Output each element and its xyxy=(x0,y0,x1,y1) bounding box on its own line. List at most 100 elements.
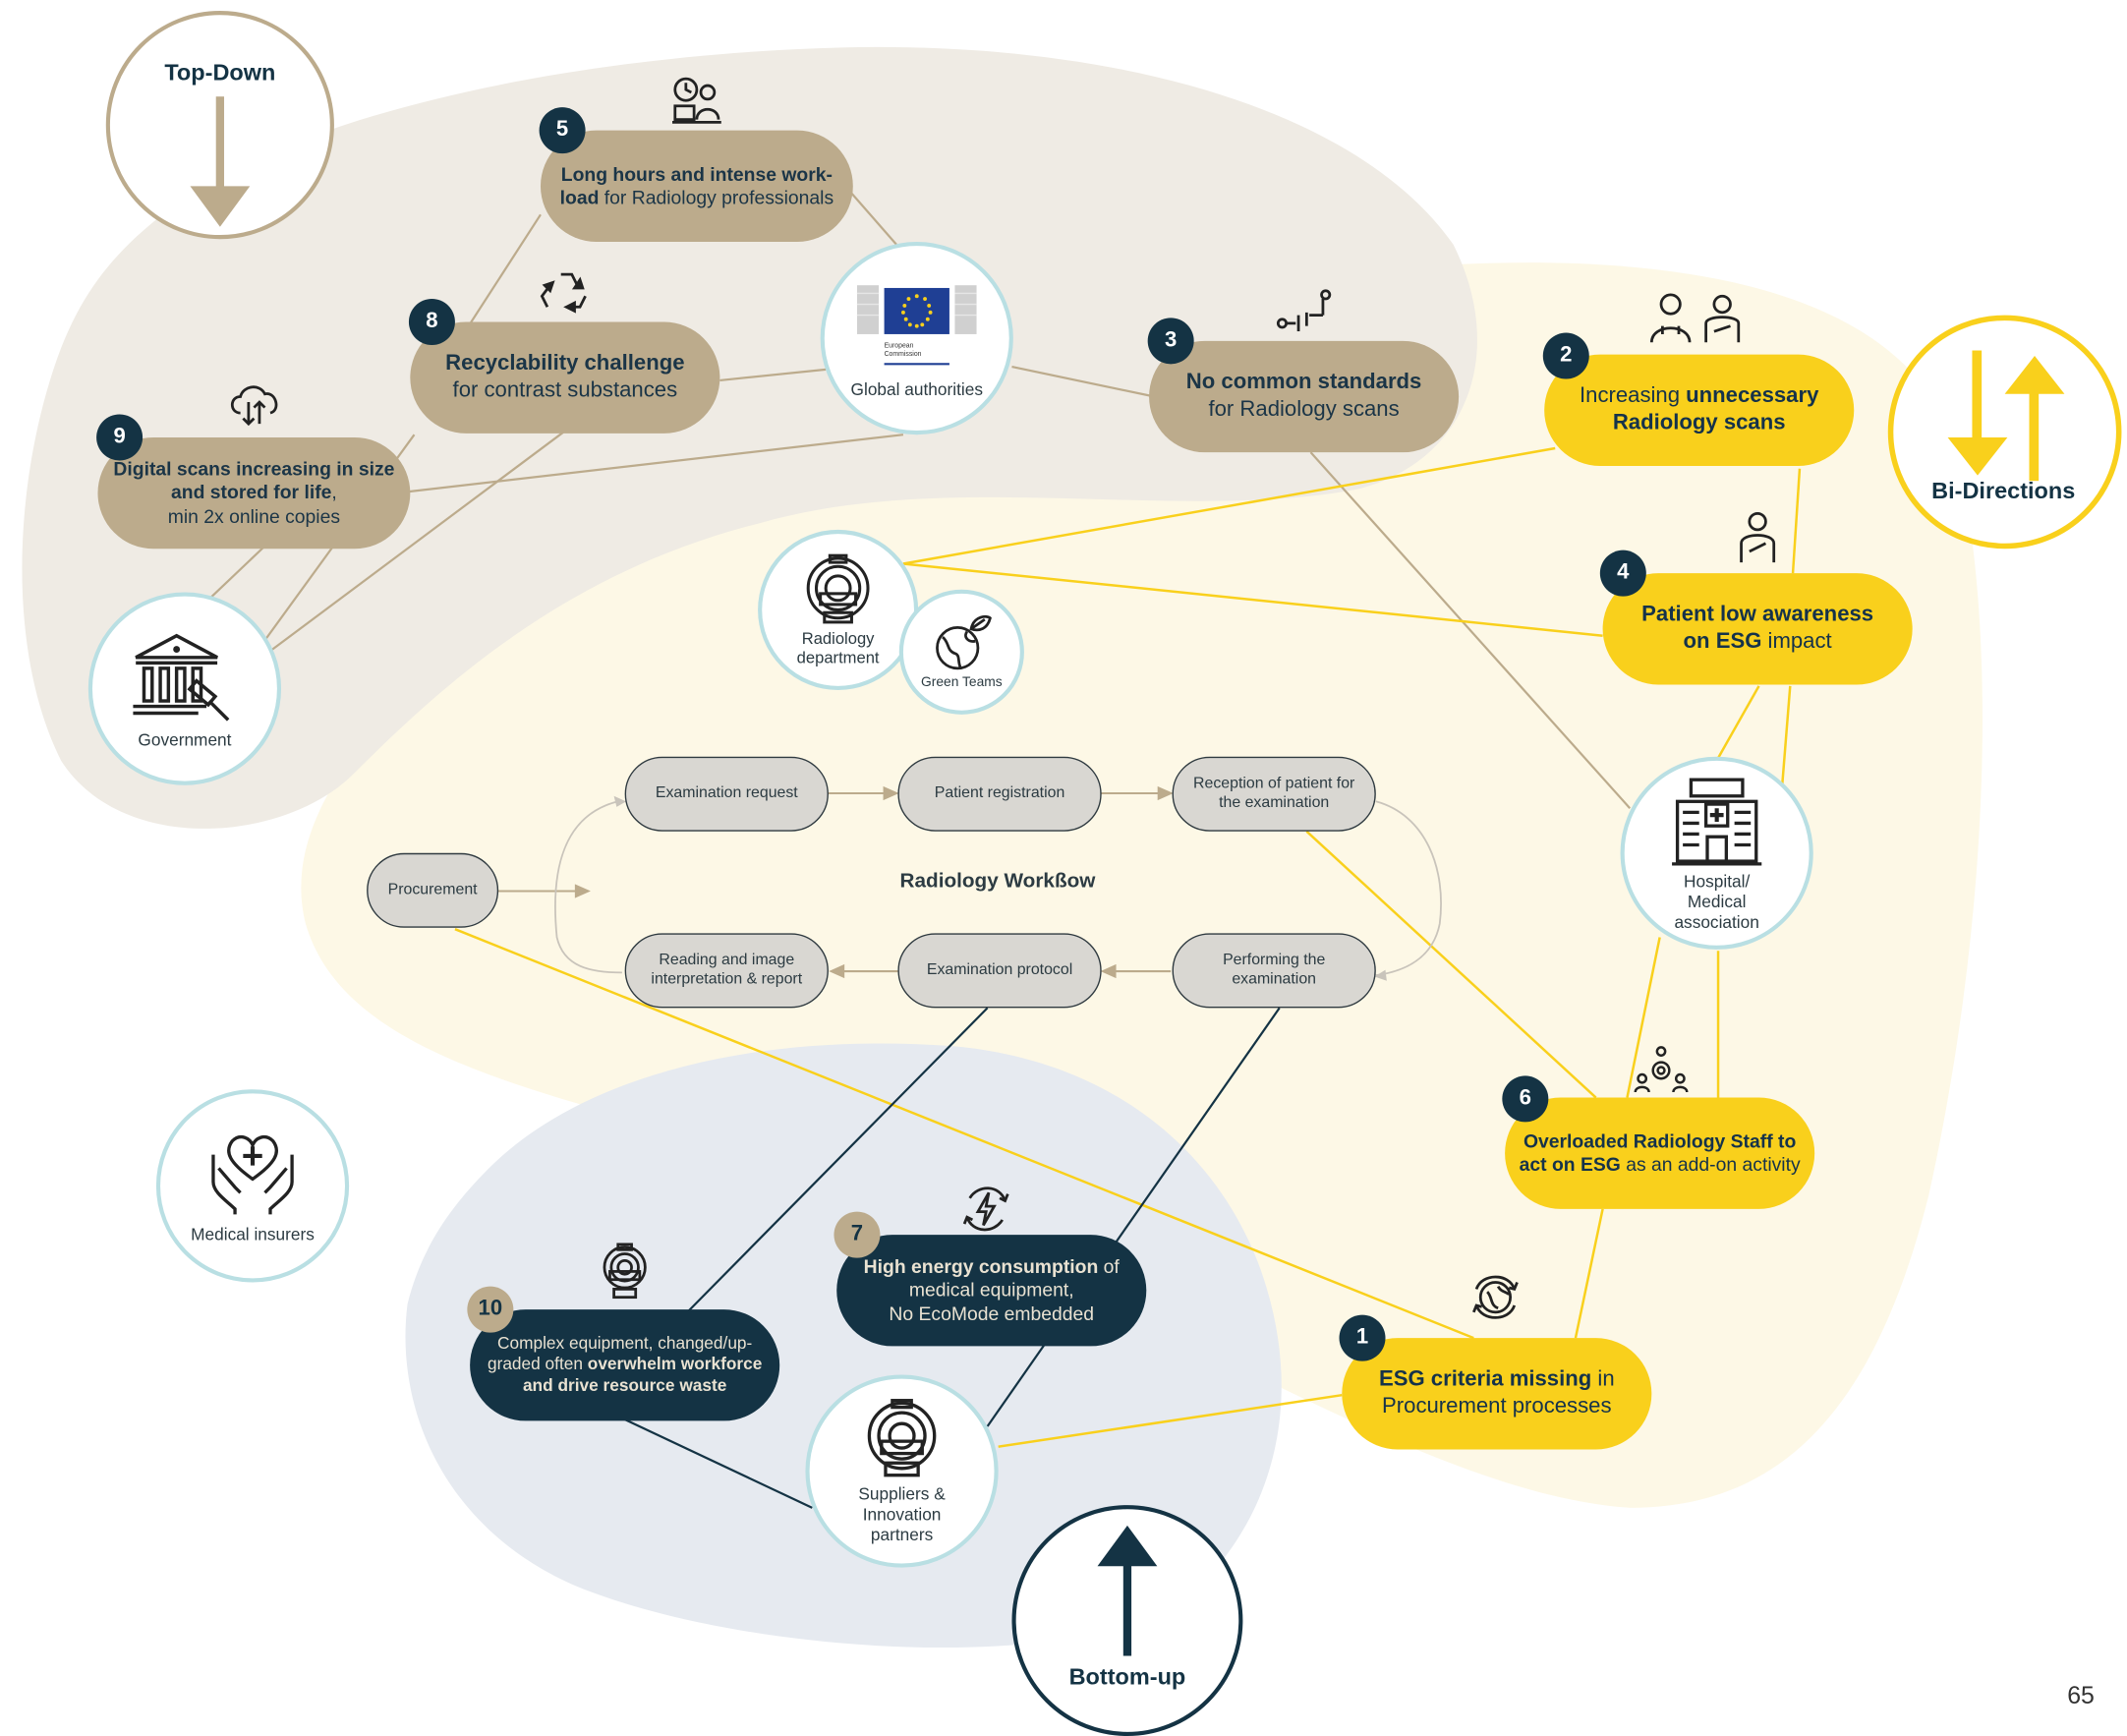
government-building-gavel-icon xyxy=(133,633,230,721)
mri-equipment-icon xyxy=(603,1243,647,1300)
challenge-9-bold2: and stored for life xyxy=(171,481,332,503)
radiology-department-label-2: department xyxy=(796,648,880,667)
challenge-10-number: 10 xyxy=(467,1286,514,1333)
workflow-performing: Performing the examination xyxy=(1172,933,1376,1009)
bottom-up-region xyxy=(405,1043,1282,1649)
challenge-7-bold: High energy consumption xyxy=(863,1254,1099,1277)
challenge-9-rest: , xyxy=(331,481,337,503)
challenge-2-pre: Increasing xyxy=(1580,384,1687,408)
challenge-3-number: 3 xyxy=(1147,318,1194,365)
challenge-4-bold2: on ESG xyxy=(1683,630,1762,654)
clock-person-laptop-icon xyxy=(672,77,721,124)
global-authorities-label: Global authorities xyxy=(850,379,983,399)
energy-cycle-icon xyxy=(962,1186,1009,1232)
challenge-6-rest: as an add-on activity xyxy=(1620,1153,1801,1176)
challenge-6-bold: Overloaded Radiology Staff to xyxy=(1523,1129,1797,1152)
european-commission-logo-icon: European Commission xyxy=(856,284,977,365)
workflow-examination-request: Examination request xyxy=(624,756,829,832)
challenge-7-line2: medical equipment, xyxy=(908,1278,1074,1301)
challenge-5: Long hours and intense work-load for Rad… xyxy=(540,130,853,242)
bi-directions-label: Bi-Directions xyxy=(1931,478,2076,504)
global-authorities-circle: European Commission Global authorities xyxy=(820,241,1013,435)
challenge-10-line1: Complex equipment, changed/up- xyxy=(497,1333,753,1353)
standards-connector-icon xyxy=(1276,289,1332,332)
government-label: Government xyxy=(138,729,232,750)
globe-leaves-icon xyxy=(936,614,992,670)
challenge-10: Complex equipment, changed/up-graded oft… xyxy=(470,1309,780,1421)
hospital-circle: Hospital/ Medical association xyxy=(1620,756,1813,950)
challenge-3-line2: for Radiology scans xyxy=(1208,397,1400,422)
challenge-9-number: 9 xyxy=(96,414,144,461)
challenge-1-rest: in xyxy=(1591,1367,1615,1392)
challenge-6-number: 6 xyxy=(1502,1075,1549,1123)
hospital-label-1: Hospital/ xyxy=(1684,871,1751,891)
doctor-patient-icon xyxy=(1649,293,1741,343)
challenge-3-bold: No common standards xyxy=(1185,371,1422,394)
medical-insurers-label: Medical insurers xyxy=(191,1224,315,1244)
challenge-5-bold2: load xyxy=(559,186,600,208)
medical-insurers-circle: Medical insurers xyxy=(155,1089,350,1283)
challenge-8-bold: Recyclability challenge xyxy=(445,351,685,376)
top-down-label: Top-Down xyxy=(164,59,276,87)
workflow-title: Radiology Workßow xyxy=(899,869,1096,893)
green-teams-label: Green Teams xyxy=(921,674,1003,690)
challenge-9-line3: min 2x online copies xyxy=(167,504,341,527)
challenge-8-number: 8 xyxy=(408,299,455,345)
green-teams-circle: Green Teams xyxy=(898,589,1024,715)
challenge-4-number: 4 xyxy=(1599,550,1646,597)
suppliers-label-3: partners xyxy=(870,1525,934,1544)
page-number: 65 xyxy=(2067,1681,2095,1709)
challenge-1-bold: ESG criteria missing xyxy=(1378,1367,1592,1392)
challenge-10-bold3: and drive resource waste xyxy=(522,1375,727,1395)
workflow-procurement: Procurement xyxy=(367,852,499,928)
esg-cycle-icon xyxy=(1472,1275,1519,1319)
workflow-reception: Reception of patient for the examination xyxy=(1172,756,1376,832)
workflow-patient-registration: Patient registration xyxy=(897,756,1102,832)
recycle-icon xyxy=(540,272,587,314)
challenge-10-bold2: overwhelm workforce xyxy=(587,1354,763,1374)
mri-scanner-suppliers-icon xyxy=(867,1398,937,1476)
workflow-protocol: Examination protocol xyxy=(897,933,1102,1009)
team-gear-icon xyxy=(1634,1046,1689,1093)
suppliers-circle: Suppliers & Innovation partners xyxy=(805,1374,999,1568)
bottom-up-circle xyxy=(1011,1505,1243,1736)
challenge-7-number: 7 xyxy=(834,1211,881,1258)
challenge-8-line2: for contrast substances xyxy=(452,378,678,403)
challenge-1-line2: Procurement processes xyxy=(1382,1395,1612,1418)
up-arrow-icon xyxy=(1097,1525,1158,1656)
challenge-6-bold2: act on ESG xyxy=(1519,1153,1621,1176)
challenge-4-bold: Patient low awareness xyxy=(1641,603,1874,627)
challenge-5-number: 5 xyxy=(539,107,586,154)
top-down-circle xyxy=(105,11,334,240)
challenge-5-rest: for Radiology professionals xyxy=(599,186,834,208)
government-circle: Government xyxy=(87,592,282,785)
hospital-building-icon xyxy=(1672,777,1762,865)
ec-logo-text-2: Commission xyxy=(885,350,922,357)
challenge-10-pre2: graded often xyxy=(487,1354,588,1374)
hospital-label-3: association xyxy=(1674,911,1759,932)
bottom-up-label: Bottom-up xyxy=(1068,1663,1186,1691)
heart-hands-icon xyxy=(211,1134,294,1214)
challenge-9-bold: Digital scans increasing in size xyxy=(113,457,395,480)
challenge-2-line2: Radiology scans xyxy=(1612,411,1786,435)
cloud-download-icon xyxy=(230,385,278,427)
top-down-region xyxy=(22,46,1477,829)
suppliers-label-1: Suppliers & xyxy=(858,1483,946,1504)
hospital-label-2: Medical xyxy=(1687,892,1747,911)
down-arrow-icon xyxy=(190,96,251,227)
ec-logo-text-1: European xyxy=(885,342,914,349)
challenge-7-line3: No EcoMode embedded xyxy=(889,1302,1095,1324)
challenge-1-number: 1 xyxy=(1339,1314,1386,1361)
workflow-reading: Reading and image interpretation & repor… xyxy=(624,933,829,1009)
bi-direction-arrows-icon xyxy=(1947,350,2065,482)
radiology-department-circle: Radiology department xyxy=(758,529,919,690)
bi-directions-circle xyxy=(1887,315,2122,550)
